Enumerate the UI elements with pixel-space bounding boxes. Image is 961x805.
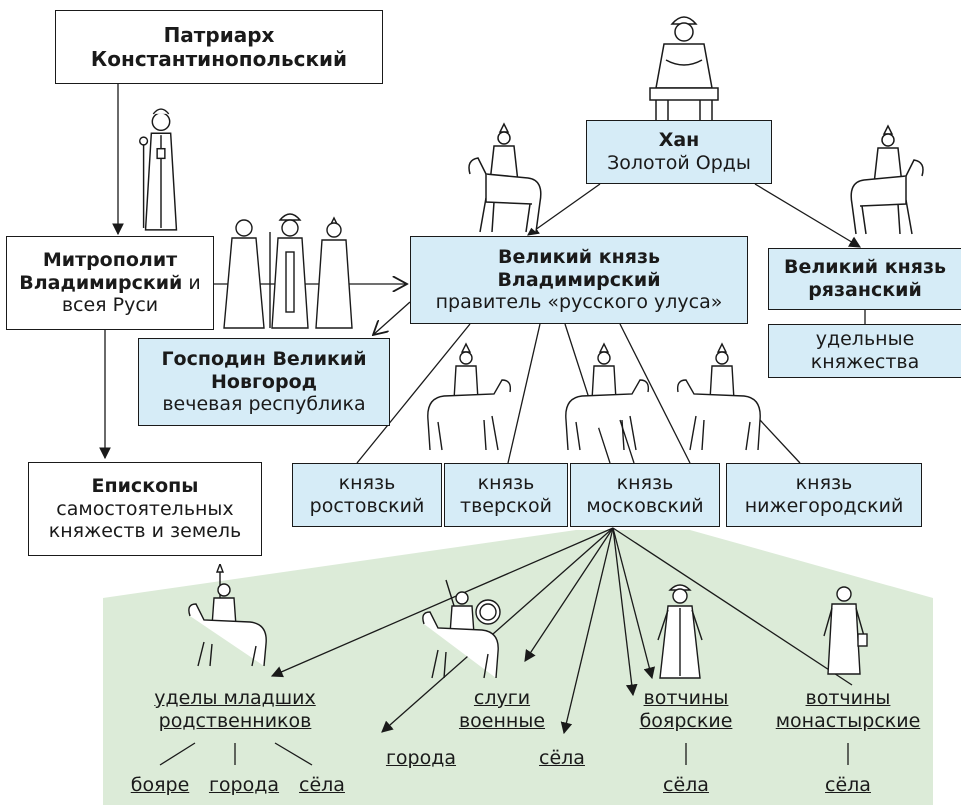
rostov-line2: ростовский (309, 495, 425, 517)
monastery-estates-label: вотчины монастырские (762, 687, 934, 733)
khan-box: Хан Золотой Орды (586, 120, 772, 184)
horseman-figure (552, 342, 654, 452)
boyar-estates-line1: вотчины (643, 687, 729, 709)
khan-subtitle: Золотой Орды (607, 152, 751, 174)
junior-relatives-line1: уделы младших (154, 687, 316, 709)
grand-prince-box: Великий князь Владимирский правитель «ру… (410, 236, 748, 324)
novgorod-line1: Господин Великий (161, 347, 367, 370)
horseman-figure (416, 578, 512, 680)
towns-small-label: города (208, 774, 280, 796)
metropolitan-box: Митрополит Владимирский и всея Руси (6, 236, 214, 330)
patriarch-title: Патриарх (163, 23, 275, 47)
horseman-figure (414, 342, 516, 452)
metropolitan-line3: всея Руси (61, 294, 159, 317)
patriarch-cleric-figure (132, 104, 190, 234)
appanage-box: удельные княжества (768, 324, 961, 378)
monastery-estates-line1: вотчины (805, 687, 891, 709)
nizhny-line2: нижегородский (744, 495, 904, 517)
ryazan-line2: рязанский (808, 279, 922, 301)
patriarch-subtitle: Константинопольский (90, 47, 348, 71)
grand-prince-line3: правитель «русского улуса» (435, 291, 723, 314)
horseman-figure (456, 118, 552, 236)
monk-figure (820, 584, 868, 676)
patriarch-box: Патриарх Константинопольский (55, 10, 383, 84)
appanage-line1: удельные (815, 328, 915, 351)
horseman-figure (842, 120, 936, 238)
military-servants-line2: военные (458, 710, 546, 733)
junior-relatives-line2: родственников (158, 710, 312, 733)
moscow-holdings-area (103, 530, 933, 805)
bishops-box: Епископы самостоятельных княжеств и земе… (28, 462, 262, 556)
boyar-estates-line2: боярские (639, 710, 733, 733)
military-servants-label: слуги военные (452, 687, 552, 733)
moscow-box: князь московский (570, 463, 720, 527)
moscow-line2: московский (586, 495, 704, 517)
grand-prince-line1: Великий князь (497, 245, 660, 268)
novgorod-line3: вечевая республика (162, 393, 366, 416)
metropolitan-line2: Владимирский и (19, 272, 201, 295)
tver-line2: тверской (460, 495, 552, 517)
ryazan-line1: Великий князь (783, 256, 946, 279)
khan-title: Хан (658, 129, 700, 152)
junior-relatives-label: уделы младших родственников (140, 687, 330, 733)
bishops-line2: самостоятельных (56, 497, 234, 520)
bishops-title: Епископы (91, 474, 199, 497)
khan-enthroned-figure (642, 10, 726, 122)
tver-box: князь тверской (444, 463, 568, 527)
horseman-spear-figure (180, 564, 280, 668)
appanage-line2: княжества (810, 351, 920, 373)
metropolitan-line2-bold: Владимирский (19, 271, 183, 294)
military-servants-line1: слуги (473, 687, 531, 709)
metropolitan-line2-rest: и (182, 271, 201, 294)
boyars-label: бояре (130, 774, 190, 796)
monastery-estates-line2: монастырские (775, 710, 921, 733)
boyar-villages-label: сёла (663, 774, 709, 796)
three-clergy-figures (216, 212, 366, 330)
villages-small-label: сёла (299, 774, 345, 796)
boyar-figure (654, 580, 706, 680)
moscow-line1: князь (616, 472, 674, 495)
villages-label: сёла (539, 747, 585, 769)
towns-label: города (385, 747, 457, 769)
novgorod-line2: Новгород (211, 370, 317, 393)
nizhny-line1: князь (795, 472, 853, 495)
grand-prince-line2: Владимирский (497, 268, 661, 291)
ryazan-box: Великий князь рязанский (768, 248, 961, 310)
tver-line1: князь (477, 472, 535, 495)
rostov-box: князь ростовский (292, 463, 442, 527)
horseman-figure (672, 342, 774, 452)
bishops-line3: княжеств и земель (48, 520, 242, 543)
boyar-estates-label: вотчины боярские (626, 687, 746, 733)
rostov-line1: князь (338, 472, 396, 495)
metropolitan-line1: Митрополит (42, 248, 178, 271)
nizhny-box: князь нижегородский (726, 463, 922, 527)
monastery-villages-label: сёла (825, 774, 871, 796)
novgorod-box: Господин Великий Новгород вечевая респуб… (138, 338, 390, 426)
